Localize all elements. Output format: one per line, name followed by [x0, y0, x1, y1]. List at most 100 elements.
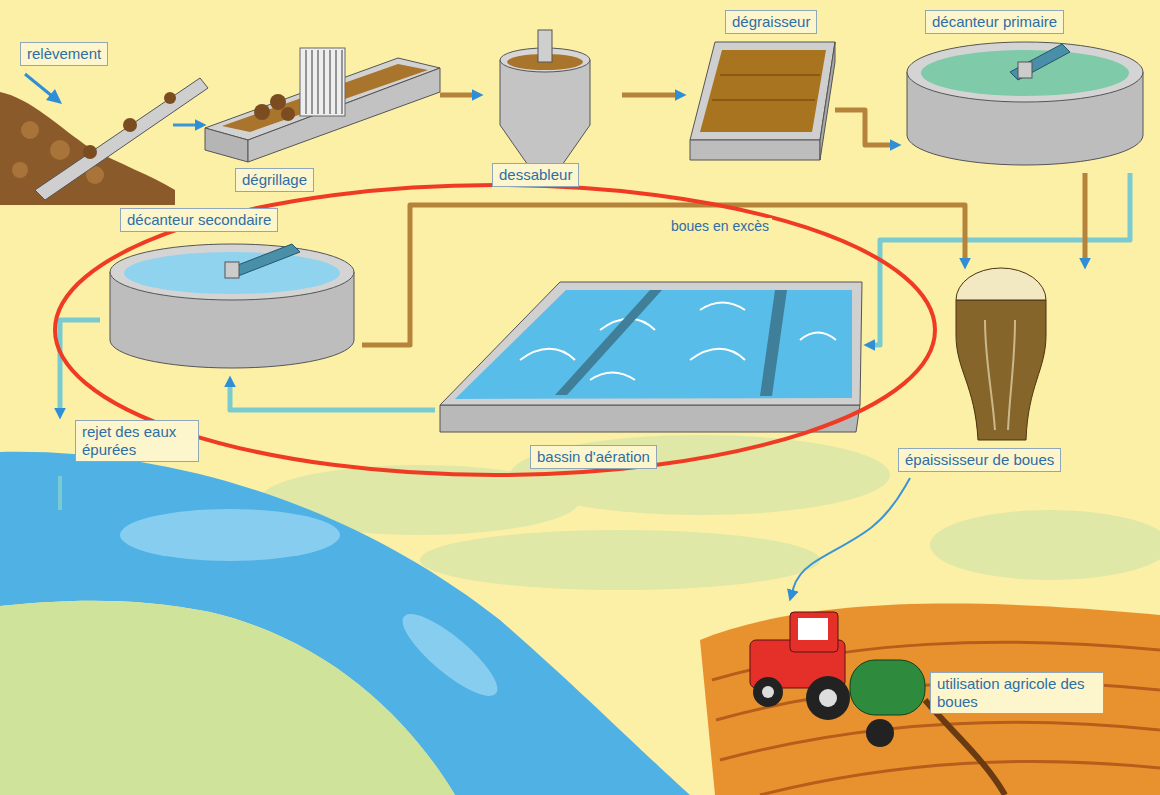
- tractor: [762, 686, 774, 698]
- flow-pipe: [835, 110, 892, 145]
- screening-unit: dégrillage: [205, 50, 440, 200]
- degreaser-tank: [700, 50, 826, 132]
- secondary-clarifier-tank: [225, 244, 300, 278]
- tractor: [819, 689, 837, 707]
- tractor: [925, 700, 1005, 795]
- primary-clarifier-tank: [907, 42, 1143, 102]
- primary-clarifier-tank: [907, 42, 1143, 165]
- primary-clarifier-tank: [1018, 62, 1032, 78]
- secondary-clarifier-tank: [225, 262, 239, 278]
- sludge-thickener-tank: [956, 300, 1046, 440]
- component-label: épaississeur de boues: [898, 448, 1061, 472]
- sludge-thickener-tank: [985, 320, 1015, 430]
- lifting-pile: [123, 118, 137, 132]
- lifting-pile: [0, 74, 208, 205]
- secondary-clarifier-tank: [110, 244, 354, 368]
- flow-pipe: [792, 478, 910, 592]
- sludge-thickener-tank: [956, 268, 1046, 300]
- river: [392, 603, 507, 708]
- flow-pipe: [230, 385, 435, 410]
- degreaser-tank: [820, 42, 835, 160]
- river: [0, 452, 690, 795]
- aeration-basin: bassin d'aération: [435, 275, 865, 475]
- tractor: [798, 618, 828, 640]
- component-label: utilisation agricole des boues: [930, 672, 1104, 714]
- component-label: décanteur primaire: [925, 10, 1064, 34]
- outfall-pipe: [58, 476, 62, 510]
- lifting-pile: [50, 140, 70, 160]
- tractor: [753, 677, 783, 707]
- flow-pipe: [362, 205, 965, 345]
- screening-channel: [205, 128, 248, 162]
- secondary-clarifier-tank: [124, 252, 340, 294]
- lifting-station: relèvement: [8, 38, 173, 203]
- tractor: [790, 612, 838, 652]
- secondary-clarifier: décanteur secondaire: [100, 205, 362, 377]
- background: [510, 435, 890, 515]
- component-label: bassin d'aération: [530, 445, 657, 469]
- component-label: dégrillage: [235, 168, 314, 192]
- aeration-tank: [440, 405, 860, 432]
- lifting-pile: [164, 92, 176, 104]
- outfall-pipe: [60, 476, 61, 510]
- tractor: [850, 660, 925, 715]
- grit-chamber: dessableur: [482, 28, 622, 192]
- component-label: dessableur: [492, 163, 579, 187]
- screening-channel: [306, 50, 342, 114]
- lifting-pile: [12, 162, 28, 178]
- lifting-pile: [83, 145, 97, 159]
- field: [720, 722, 1160, 760]
- flow-pipe: [440, 93, 474, 98]
- flow-pipe: [60, 320, 100, 410]
- background: [420, 530, 820, 590]
- screening-channel: [300, 48, 345, 116]
- tractor: [866, 719, 894, 747]
- aeration-tank: [455, 290, 852, 399]
- grit-chamber: [538, 30, 552, 62]
- river: [0, 452, 690, 795]
- flow-pipe: [173, 124, 197, 127]
- field: [760, 761, 1160, 795]
- screening-channel: [270, 94, 286, 110]
- highlight-ellipse: [55, 185, 935, 475]
- lifting-pile: [21, 121, 39, 139]
- degreaser-tank: [712, 75, 820, 100]
- sludge-thickener-tank: [956, 268, 1046, 440]
- flow-pipe: [622, 93, 677, 98]
- degreaser: dégraisseur: [685, 8, 835, 168]
- lifting-pile: [46, 89, 62, 104]
- aeration-tank: [520, 303, 836, 381]
- river-bank: [0, 601, 455, 795]
- primary-clarifier-tank: [921, 50, 1129, 96]
- lifting-pile: [0, 92, 175, 205]
- aeration-tank: [440, 282, 862, 432]
- field: [700, 604, 1160, 795]
- aeration-tank: [440, 282, 862, 405]
- screening-channel: [205, 48, 440, 162]
- component-label: dégraisseur: [725, 10, 817, 34]
- aeration-tank: [760, 290, 787, 396]
- primary-clarifier-tank: [1010, 44, 1070, 80]
- field: [700, 604, 1160, 795]
- highlight-ellipse: [55, 185, 935, 475]
- river-bank: [0, 601, 455, 795]
- degreaser-tank: [690, 42, 835, 160]
- lifting-pile: [35, 78, 208, 200]
- flow-pipe: [873, 173, 1130, 345]
- tractor: [806, 676, 850, 720]
- degreaser-tank: [690, 42, 835, 140]
- grit-chamber: [500, 60, 590, 168]
- farm-field: utilisation agricole des boues: [700, 600, 1155, 790]
- degreaser-tank: [690, 140, 820, 160]
- component-label: décanteur secondaire: [120, 208, 278, 232]
- sludge-thickener: épaississeur de boues: [890, 268, 1105, 478]
- component-label: rejet des eaux épurées: [75, 420, 199, 462]
- treated-water-outlet: rejet des eaux épurées: [40, 418, 205, 476]
- secondary-clarifier-tank: [110, 244, 354, 300]
- background: [930, 510, 1160, 580]
- lifting-pile: [25, 74, 52, 96]
- flow-label: boues en excès: [668, 218, 772, 234]
- screening-channel: [281, 107, 295, 121]
